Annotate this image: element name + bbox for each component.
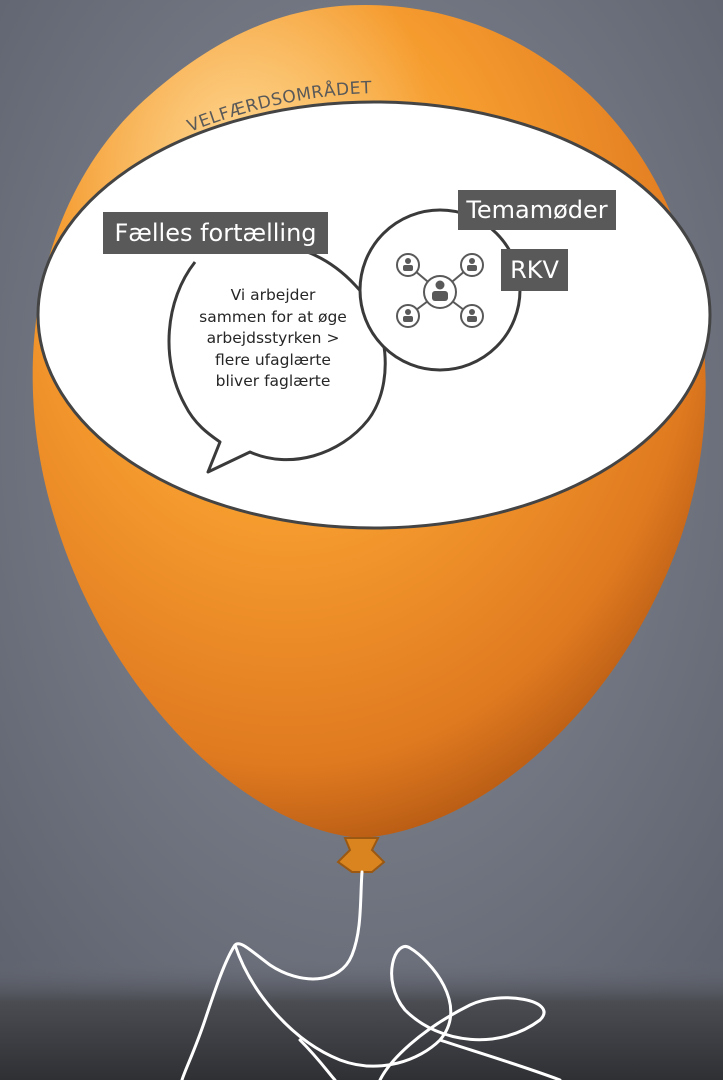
ground-shadow [0, 960, 723, 1080]
speech-line: Vi arbejder [178, 285, 368, 307]
theme-meetings-label: Temamøder [458, 190, 616, 230]
speech-line: arbejdsstyrken > [178, 328, 368, 350]
speech-line: bliver faglærte [178, 371, 368, 393]
speech-bubble-text: Vi arbejder sammen for at øge arbejdssty… [178, 285, 368, 393]
shared-story-label: Fælles fortælling [103, 212, 328, 254]
speech-line: flere ufaglærte [178, 350, 368, 372]
speech-line: sammen for at øge [178, 307, 368, 329]
rkv-label: RKV [501, 249, 568, 291]
